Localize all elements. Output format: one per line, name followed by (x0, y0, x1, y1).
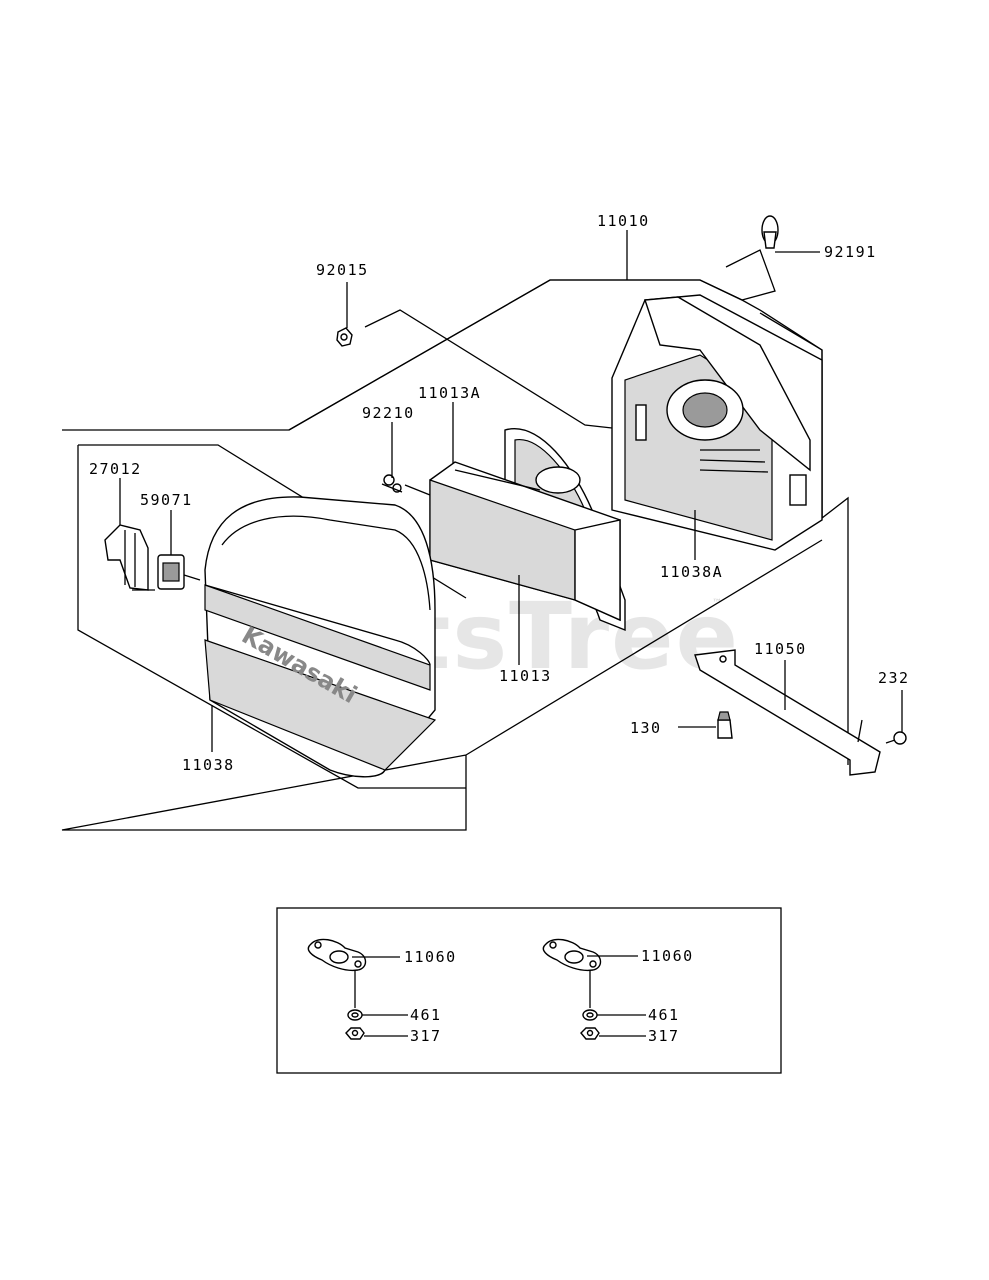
clip-27012[interactable] (104, 524, 149, 591)
nut-right[interactable] (580, 1027, 600, 1040)
screw-232[interactable] (885, 731, 907, 745)
bolt-130[interactable] (717, 711, 733, 739)
label-11060-left[interactable]: 11060 (404, 948, 457, 966)
label-11050[interactable]: 11050 (754, 640, 807, 658)
label-11013[interactable]: 11013 (499, 667, 552, 685)
label-92210[interactable]: 92210 (362, 404, 415, 422)
label-11013A[interactable]: 11013A (418, 384, 481, 402)
label-11038A[interactable]: 11038A (660, 563, 723, 581)
washer-left[interactable] (347, 1009, 363, 1021)
label-92191[interactable]: 92191 (824, 243, 877, 261)
label-11038[interactable]: 11038 (182, 756, 235, 774)
bracket-11050[interactable] (694, 649, 881, 776)
hardware-kit-box (276, 907, 782, 1074)
label-130[interactable]: 130 (630, 719, 662, 737)
gasket-left[interactable] (307, 938, 367, 972)
air-cleaner-cover-11038[interactable]: Kawasaki (204, 496, 437, 778)
nut-92015[interactable] (336, 327, 353, 347)
leader-92210-b (404, 484, 431, 496)
leader-92015-line (364, 309, 613, 429)
label-317-left[interactable]: 317 (410, 1027, 442, 1045)
label-232[interactable]: 232 (878, 669, 910, 687)
nut-left[interactable] (345, 1027, 365, 1040)
filter-element-11013[interactable] (429, 461, 621, 622)
label-27012[interactable]: 27012 (89, 460, 142, 478)
label-461-left[interactable]: 461 (410, 1006, 442, 1024)
label-11060-right[interactable]: 11060 (641, 947, 694, 965)
label-461-right[interactable]: 461 (648, 1006, 680, 1024)
leader-92191-frame (725, 249, 776, 301)
gasket-right[interactable] (542, 938, 602, 972)
label-317-right[interactable]: 317 (648, 1027, 680, 1045)
latch-59071[interactable] (157, 554, 201, 590)
label-59071[interactable]: 59071 (140, 491, 193, 509)
filter-guide-line (454, 469, 541, 491)
label-92015[interactable]: 92015 (316, 261, 369, 279)
fitting-92191[interactable] (761, 215, 779, 249)
washer-right[interactable] (582, 1009, 598, 1021)
assembly-outline-path (61, 279, 823, 831)
label-11010[interactable]: 11010 (597, 212, 650, 230)
air-cleaner-base[interactable] (611, 294, 823, 551)
